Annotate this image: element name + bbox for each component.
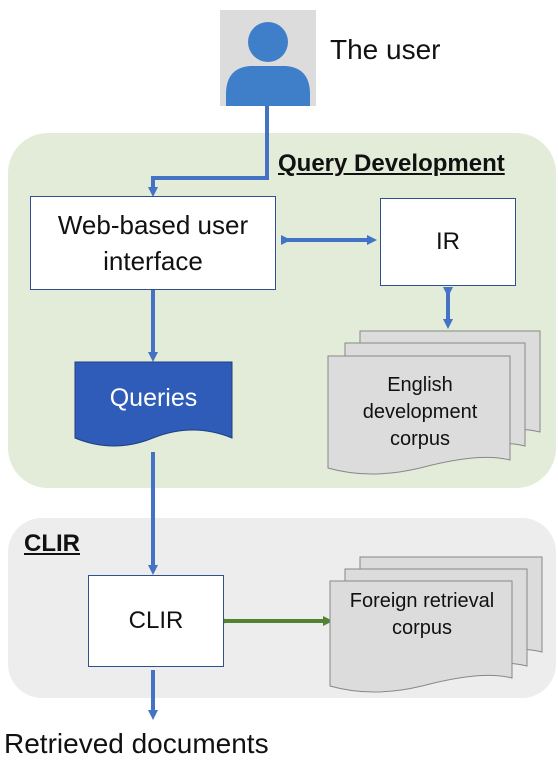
foreign-corpus-stack [329,556,543,693]
user-label: The user [330,34,441,65]
clir-box-label: CLIR [128,607,184,634]
user-icon [220,10,316,106]
web-ui-label: Web-based user interface [57,210,249,276]
foreign-corpus-label: Foreign retrieval corpus [349,590,495,639]
ir-box: IR [380,198,516,286]
query-development-title: Query Development [278,150,505,177]
queries-label: Queries [109,384,198,412]
arrow-user-to-ui [148,106,269,197]
clir-section-title: CLIR [24,530,80,557]
english-corpus-stack [327,330,541,475]
retrieved-documents-label: Retrieved documents [4,728,269,759]
ir-label: IR [436,228,460,255]
english-corpus-label: English development corpus [362,374,478,450]
clir-box: CLIR [88,575,224,667]
web-ui-box: Web-based user interface [30,196,276,290]
queries-shape [74,361,233,447]
